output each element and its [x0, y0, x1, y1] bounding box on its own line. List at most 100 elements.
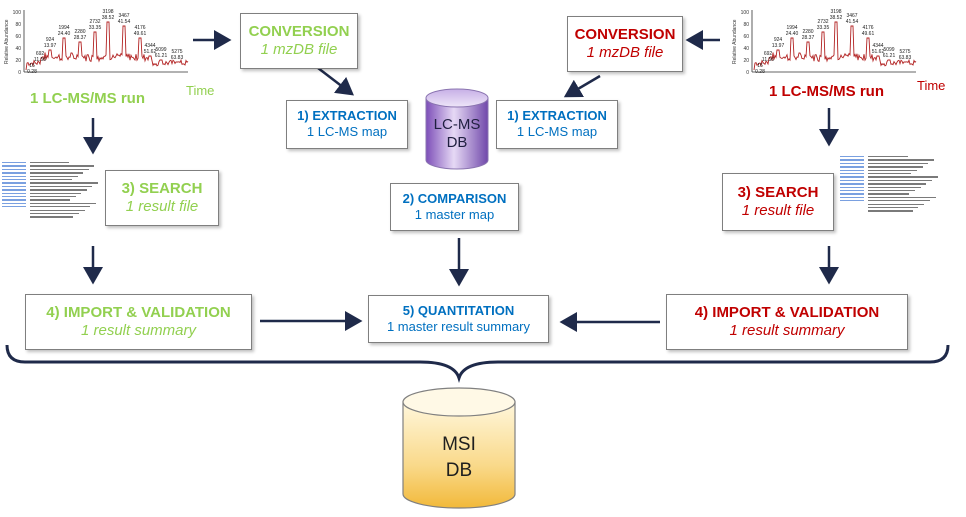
spectrum-peak-label: 33.35	[817, 25, 830, 31]
spectrum-y-tick: 0	[746, 70, 749, 76]
spectrum-peak-label: 24.40	[58, 31, 71, 37]
spectrum-peak-label: 13.97	[772, 43, 785, 49]
spectrum-peak-label: 51.62	[872, 49, 885, 55]
right-import-box: 4) IMPORT & VALIDATION 1 result summary	[666, 294, 908, 350]
spectrum-peak-label: 5099	[155, 47, 166, 53]
thumbnail-line	[2, 165, 26, 167]
spectrum-peak-label: 33.35	[89, 25, 102, 31]
thumbnail-line	[868, 186, 921, 188]
spectrum-peak-label: 61.21	[883, 53, 896, 59]
right-run-label: 1 LC-MS/MS run	[769, 83, 884, 100]
thumbnail-line	[840, 193, 864, 195]
spectrum-peak-label: 3198	[102, 9, 113, 15]
right-conversion-title: CONVERSION	[574, 26, 676, 44]
thumbnail-line	[868, 159, 935, 161]
spectrum-peak-label: 28.37	[802, 35, 815, 41]
left-time-label: Time	[186, 83, 215, 98]
left-extraction-title: 1) EXTRACTION	[297, 108, 397, 124]
thumbnail-line	[2, 189, 26, 191]
left-search-title: 3) SEARCH	[121, 180, 203, 198]
thumbnail-text-column	[868, 156, 940, 212]
spectrum-y-tick: 40	[743, 46, 749, 52]
thumbnail-line	[840, 156, 864, 158]
quantitation-box: 5) QUANTITATION 1 master result summary	[368, 295, 549, 343]
left-import-title: 4) IMPORT & VALIDATION	[46, 304, 231, 322]
thumbnail-line	[840, 196, 864, 199]
spectrum-peak-label: 51.62	[144, 49, 157, 55]
spectrum-y-axis-label: Relative Abundance	[4, 19, 10, 64]
thumbnail-line	[840, 162, 864, 165]
spectrum-peak-label: 16	[757, 63, 763, 69]
thumbnail-line	[2, 175, 26, 177]
comparison-subtitle: 1 master map	[414, 206, 495, 222]
bottom-brace	[5, 344, 950, 384]
left-search-box: 3) SEARCH 1 result file	[105, 170, 219, 226]
thumbnail-line	[840, 200, 864, 202]
lcms-db-label: LC-MS DB	[426, 116, 488, 152]
spectrum-peak-label: 4176	[862, 25, 873, 31]
thumbnail-line	[30, 202, 96, 205]
left-import-subtitle: 1 result summary	[80, 321, 197, 339]
lcms-db-label-line1: LC-MS	[433, 116, 481, 133]
thumbnail-line	[30, 185, 93, 188]
quantitation-subtitle: 1 master result summary	[386, 318, 531, 334]
thumbnail-line	[868, 183, 927, 185]
spectrum-y-tick: 80	[15, 22, 21, 28]
thumbnail-line	[30, 175, 78, 177]
thumbnail-line	[2, 199, 26, 201]
spectrum-peak-label: 4344	[144, 43, 155, 49]
left-conversion-title: CONVERSION	[248, 23, 350, 41]
thumbnail-line	[840, 179, 864, 182]
spectrum-peak-label: 2732	[817, 19, 828, 25]
right-search-box: 3) SEARCH 1 result file	[722, 173, 834, 231]
spectrum-peak-label: 4176	[134, 25, 145, 31]
right-extraction-subtitle: 1 LC-MS map	[516, 124, 598, 140]
thumbnail-line	[30, 179, 72, 181]
spectrum-peak-label: 0.28	[755, 69, 765, 75]
spectrum-peak-label: 49.61	[862, 31, 875, 37]
spectrum-y-tick: 0	[18, 70, 21, 76]
spectrum-peak-label: 24.40	[786, 31, 799, 37]
thumbnail-line	[2, 162, 26, 164]
thumbnail-line	[2, 182, 26, 184]
spectrum-peak-label: 41.54	[118, 19, 131, 25]
spectrum-y-tick: 20	[15, 58, 21, 64]
right-result-file-thumbnail	[840, 154, 940, 234]
spectrum-peak-label: 3198	[830, 9, 841, 15]
thumbnail-line	[868, 200, 930, 202]
thumbnail-text-column	[30, 162, 100, 218]
left-extraction-box: 1) EXTRACTION 1 LC-MS map	[286, 100, 408, 149]
spectrum-peak-label: 63.83	[171, 55, 184, 61]
spectrum-y-axis-label: Relative Abundance	[732, 19, 738, 64]
thumbnail-line	[30, 209, 85, 211]
quantitation-title: 5) QUANTITATION	[402, 302, 515, 318]
spectrum-peak-label: 2280	[74, 29, 85, 35]
lcms-db-label-line2: DB	[446, 134, 468, 151]
thumbnail-line	[30, 168, 89, 171]
spectrum-peak-label: 3467	[118, 13, 129, 19]
thumbnail-blue-column	[840, 154, 864, 204]
spectrum-peak-label: 49.61	[134, 31, 147, 37]
spectrum-y-tick: 80	[743, 22, 749, 28]
spectrum-peak-label: 1994	[58, 25, 69, 31]
thumbnail-line	[2, 196, 26, 198]
spectrum-peak-label: 5275	[171, 49, 182, 55]
thumbnail-line	[868, 169, 917, 171]
left-conversion-box: CONVERSION 1 mzDB file	[240, 13, 358, 69]
spectrum-y-tick: 100	[13, 10, 22, 16]
thumbnail-line	[868, 176, 938, 178]
thumbnail-line	[30, 199, 70, 201]
spectrum-peak-label: 38.52	[102, 15, 115, 21]
thumbnail-line	[868, 162, 929, 165]
spectrum-peak-label: 924	[774, 37, 783, 43]
right-extraction-box: 1) EXTRACTION 1 LC-MS map	[496, 100, 618, 149]
thumbnail-line	[2, 179, 26, 181]
right-extraction-title: 1) EXTRACTION	[507, 108, 607, 124]
right-import-subtitle: 1 result summary	[729, 321, 845, 339]
right-search-subtitle: 1 result file	[741, 201, 815, 219]
spectrum-peak-label: 2732	[89, 19, 100, 25]
left-extraction-subtitle: 1 LC-MS map	[306, 124, 388, 140]
